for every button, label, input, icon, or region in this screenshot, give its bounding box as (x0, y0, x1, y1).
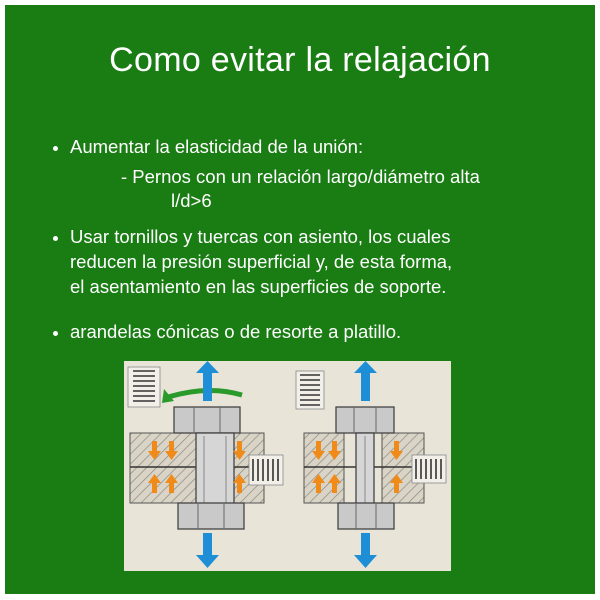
right-bolt-assembly (295, 361, 447, 568)
bullet-screws-line-2: reducen la presión superficial y, de est… (70, 251, 453, 272)
bullet-list: Aumentar la elasticidad de la unión: - P… (5, 5, 595, 594)
left-bolt-assembly (127, 361, 284, 568)
sub-bullet-ratio: l/d>6 (171, 190, 212, 211)
bullet-dot (53, 331, 58, 336)
bullet-washers: arandelas cónicas o de resorte a platill… (70, 321, 402, 342)
bolt-joint-diagram (124, 361, 451, 571)
bullet-dot (53, 236, 58, 241)
bullet-elasticity: Aumentar la elasticidad de la unión: (70, 136, 364, 157)
sub-bullet-bolts: - Pernos con un relación largo/diámetro … (121, 166, 480, 187)
bullet-screws-line-1: Usar tornillos y tuercas con asiento, lo… (70, 226, 451, 247)
slide-title: Como evitar la relajación (109, 41, 491, 79)
slide: Como evitar la relajación Aumentar la el… (5, 5, 595, 594)
bullet-screws-line-3: el asentamiento en las superficies de so… (70, 276, 447, 297)
bullet-dot (53, 146, 58, 151)
